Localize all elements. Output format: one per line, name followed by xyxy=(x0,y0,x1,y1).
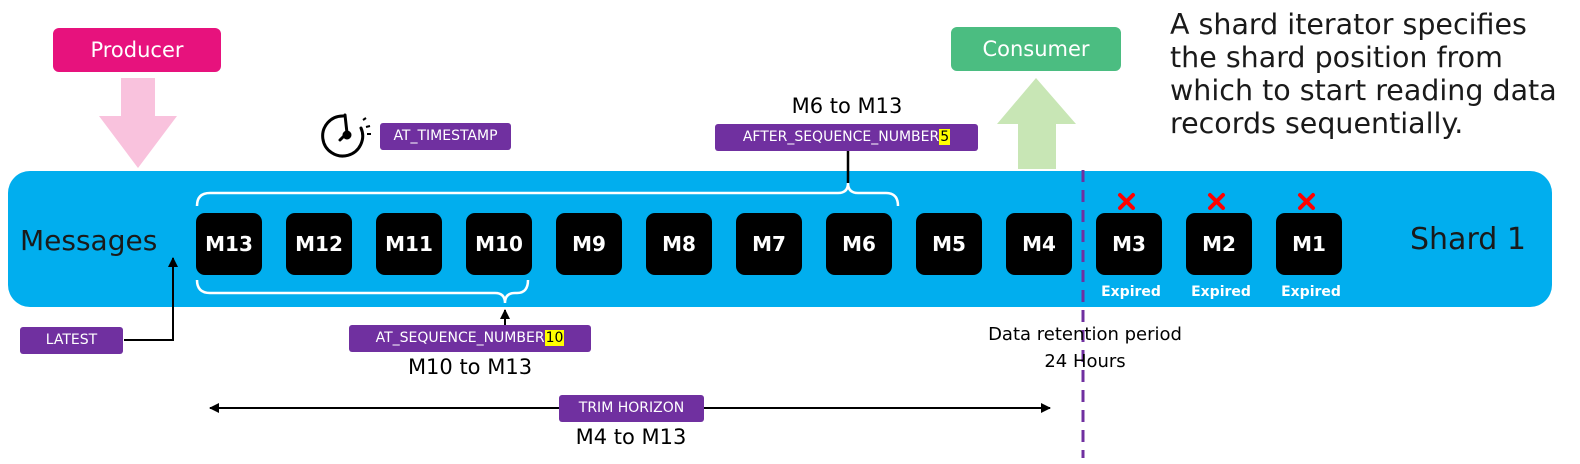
at-sequence-label: AT_SEQUENCE_NUMBER xyxy=(375,330,545,346)
message-m1: M1 xyxy=(1276,213,1342,275)
message-m8: M8 xyxy=(646,213,712,275)
at-sequence-value: 10 xyxy=(544,330,565,346)
description-text: A shard iterator specifies the shard pos… xyxy=(1170,8,1557,140)
after-sequence-label: AFTER_SEQUENCE_NUMBER xyxy=(742,129,940,145)
latest-pointer xyxy=(124,257,178,341)
expired-x-icon xyxy=(1208,193,1225,210)
expired-label-m1: Expired xyxy=(1281,284,1341,300)
at-sequence-range: M10 to M13 xyxy=(407,355,533,379)
expired-label-m2: Expired xyxy=(1191,284,1251,300)
after-sequence-range: M6 to M13 xyxy=(791,94,903,118)
after-sequence-tag: AFTER_SEQUENCE_NUMBER5 xyxy=(715,124,978,151)
message-m9: M9 xyxy=(556,213,622,275)
expired-label-m3: Expired xyxy=(1101,284,1161,300)
message-m12: M12 xyxy=(286,213,352,275)
expired-x-icon xyxy=(1118,193,1135,210)
message-m10: M10 xyxy=(466,213,532,275)
trim-horizon-tag: TRIM HORIZON xyxy=(559,395,704,422)
at-sequence-brace xyxy=(195,279,530,304)
after-sequence-brace xyxy=(195,182,900,207)
latest-tag: LATEST xyxy=(20,327,123,354)
timer-icon xyxy=(321,113,371,158)
shard-label: Shard 1 xyxy=(1410,222,1526,257)
at-sequence-tag: AT_SEQUENCE_NUMBER10 xyxy=(349,325,591,352)
consumer-box: Consumer xyxy=(951,27,1121,71)
message-m4: M4 xyxy=(1006,213,1072,275)
expired-x-icon xyxy=(1298,193,1315,210)
message-m11: M11 xyxy=(376,213,442,275)
consumer-label: Consumer xyxy=(982,37,1090,61)
retention-duration: 24 Hours xyxy=(1044,351,1126,372)
message-m2: M2 xyxy=(1186,213,1252,275)
after-sequence-value: 5 xyxy=(939,129,951,145)
message-m6: M6 xyxy=(826,213,892,275)
retention-title: Data retention period xyxy=(988,324,1182,345)
message-m13: M13 xyxy=(196,213,262,275)
producer-label: Producer xyxy=(90,38,184,62)
message-m5: M5 xyxy=(916,213,982,275)
at-timestamp-tag: AT_TIMESTAMP xyxy=(380,123,511,150)
messages-label: Messages xyxy=(20,224,158,257)
message-m3: M3 xyxy=(1096,213,1162,275)
producer-box: Producer xyxy=(53,28,221,72)
trim-horizon-range: M4 to M13 xyxy=(575,425,687,449)
message-m7: M7 xyxy=(736,213,802,275)
